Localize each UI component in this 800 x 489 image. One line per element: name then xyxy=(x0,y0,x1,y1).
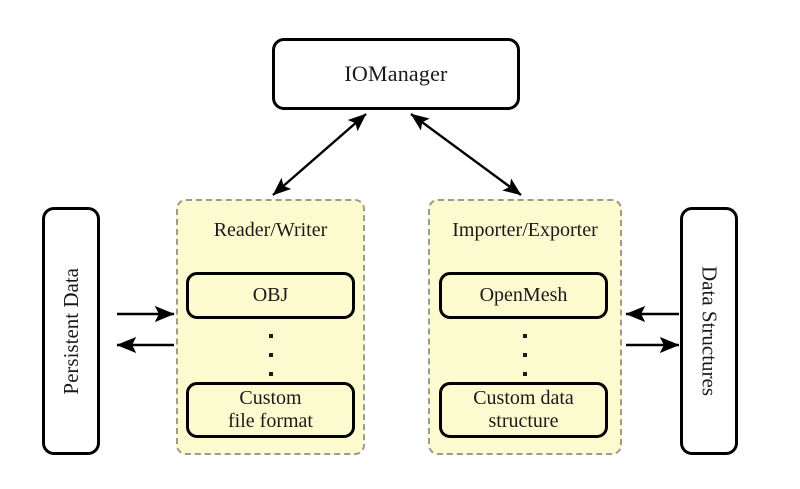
box-custom-data-structure-label-line2: structure xyxy=(488,410,559,432)
group-reader-writer-title: Reader/Writer xyxy=(213,219,328,241)
node-persistent-data-label: Persistent Data xyxy=(58,267,83,395)
connector-iomanager-importer-exporter xyxy=(410,113,522,196)
ellipsis-dot xyxy=(269,353,273,357)
ellipsis-dot xyxy=(523,334,527,338)
node-iomanager-label: IOManager xyxy=(344,61,448,86)
box-obj[interactable]: OBJ xyxy=(186,272,355,319)
ellipsis-importer-exporter xyxy=(520,334,530,376)
box-custom-file-format-label-line2: file format xyxy=(228,410,313,432)
ellipsis-reader-writer xyxy=(266,334,276,376)
box-custom-file-format-label-line1: Custom xyxy=(239,387,302,409)
node-data-structures[interactable]: Data Structures xyxy=(680,207,738,455)
box-custom-data-structure[interactable]: Custom data structure xyxy=(439,382,608,438)
box-obj-label: OBJ xyxy=(252,284,289,306)
node-persistent-data[interactable]: Persistent Data xyxy=(42,207,100,455)
ellipsis-dot xyxy=(269,372,273,376)
ellipsis-dot xyxy=(269,334,273,338)
node-data-structures-label: Data Structures xyxy=(697,265,722,397)
box-openmesh-label: OpenMesh xyxy=(479,284,568,306)
box-custom-file-format[interactable]: Custom file format xyxy=(186,382,355,438)
ellipsis-dot xyxy=(523,372,527,376)
box-custom-data-structure-label-line1: Custom data xyxy=(473,387,574,409)
group-reader-writer[interactable]: Reader/Writer OBJ Custom file format xyxy=(176,199,365,455)
ellipsis-dot xyxy=(523,353,527,357)
group-importer-exporter-title: Importer/Exporter xyxy=(452,219,598,241)
connector-iomanager-reader-writer xyxy=(272,113,367,196)
node-iomanager[interactable]: IOManager xyxy=(272,38,520,110)
group-importer-exporter[interactable]: Importer/Exporter OpenMesh Custom data s… xyxy=(428,199,622,455)
box-openmesh[interactable]: OpenMesh xyxy=(439,272,608,319)
